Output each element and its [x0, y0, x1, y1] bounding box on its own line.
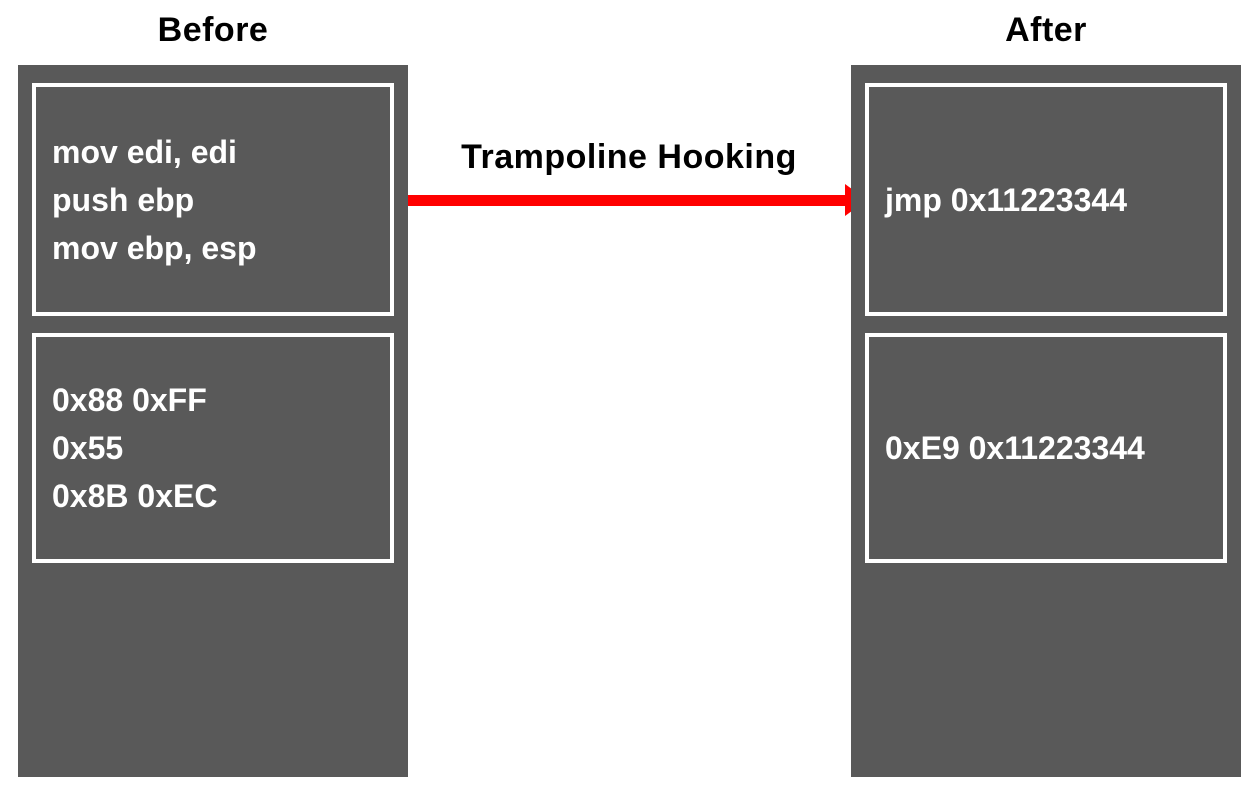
after-title: After [1005, 11, 1087, 49]
arrow-right-icon [393, 184, 867, 216]
before-memory-column: mov edi, edi push ebp mov ebp, esp 0x88 … [18, 65, 408, 777]
asm-line: jmp 0x11223344 [885, 181, 1127, 218]
arrow-label: Trampoline Hooking [461, 138, 797, 176]
before-bytes-box: 0x88 0xFF 0x55 0x8B 0xEC [32, 333, 394, 563]
after-memory-column: jmp 0x11223344 0xE9 0x11223344 [851, 65, 1241, 777]
byte-line: 0xE9 0x11223344 [885, 430, 1145, 466]
asm-line: push ebp [52, 181, 195, 218]
asm-line: mov ebp, esp [52, 229, 257, 266]
after-bytes-box: 0xE9 0x11223344 [865, 333, 1227, 563]
after-asm-box: jmp 0x11223344 [865, 83, 1227, 316]
asm-line: mov edi, edi [52, 133, 237, 170]
before-asm-box: mov edi, edi push ebp mov ebp, esp [32, 83, 394, 316]
byte-line: 0x8B 0xEC [52, 478, 218, 514]
before-title: Before [157, 11, 269, 49]
byte-line: 0x88 0xFF [52, 382, 207, 418]
byte-line: 0x55 [52, 430, 124, 466]
